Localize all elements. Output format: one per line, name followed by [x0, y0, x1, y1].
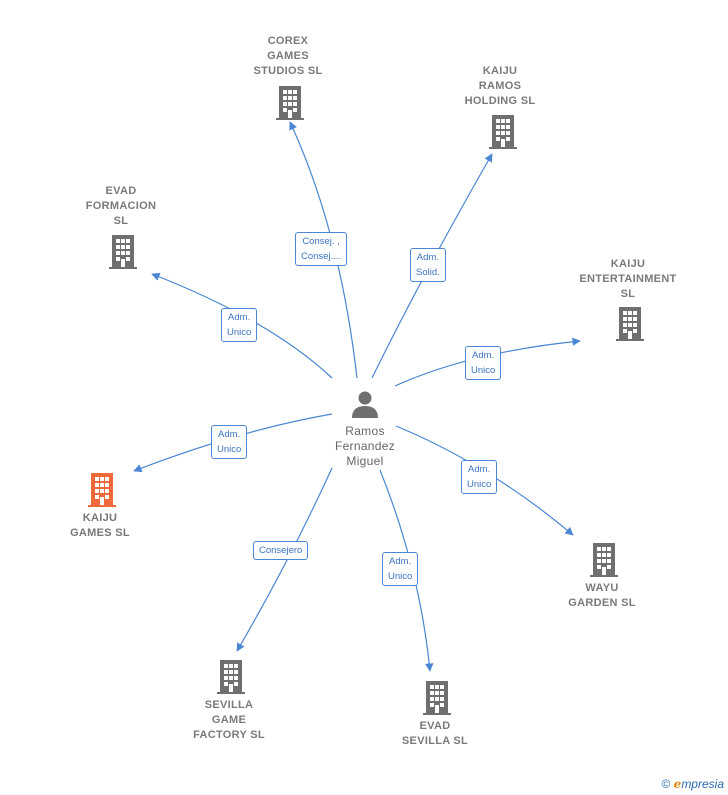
- edge-label-line: Consej. ,: [302, 236, 340, 247]
- edge-label-line: Unico: [227, 327, 252, 338]
- company-label-line: EVAD: [419, 720, 451, 732]
- company-label-kaiju-games[interactable]: KAIJU GAMES SL: [50, 511, 150, 541]
- building-icon[interactable]: [590, 543, 618, 577]
- company-label-line: KAIJU: [82, 512, 118, 524]
- person-name-line: Fernandez: [334, 439, 396, 453]
- company-label-line: COREX: [267, 35, 309, 47]
- company-label-line: RAMOS: [478, 80, 522, 92]
- company-label-line: FACTORY SL: [193, 729, 265, 741]
- company-label-sevilla-game[interactable]: SEVILLA GAME FACTORY SL: [179, 698, 279, 743]
- person-name-line: Ramos: [345, 424, 385, 438]
- company-label-line: KAIJU: [610, 258, 646, 270]
- edge-label-line: Unico: [217, 444, 242, 455]
- edge-label-line: Adm.: [389, 556, 412, 567]
- company-label-line: SEVILLA: [204, 699, 254, 711]
- building-icon[interactable]: [616, 307, 644, 341]
- edge-label-evad-sevilla[interactable]: Adm. Unico: [382, 552, 419, 586]
- company-label-line: HOLDING SL: [464, 95, 536, 107]
- building-icon-highlight[interactable]: [88, 473, 116, 507]
- brand-footer[interactable]: © empresia: [661, 777, 724, 791]
- company-label-evad-formacion[interactable]: EVAD FORMACION SL: [71, 184, 171, 229]
- company-label-line: EVAD: [105, 185, 137, 197]
- company-label-kaiju-ramos[interactable]: KAIJU RAMOS HOLDING SL: [450, 64, 550, 109]
- building-icon[interactable]: [489, 115, 517, 149]
- company-label-line: STUDIOS SL: [253, 65, 323, 77]
- person-icon: [352, 391, 378, 418]
- company-label-evad-sevilla[interactable]: EVAD SEVILLA SL: [385, 719, 485, 749]
- brand-name: mpresia: [681, 777, 724, 791]
- company-label-line: SEVILLA SL: [401, 735, 469, 747]
- edge-label-kaiju-ramos[interactable]: Adm. Solid.: [410, 248, 446, 282]
- company-label-line: FORMACION: [85, 200, 157, 212]
- edge-label-line: Unico: [467, 479, 492, 490]
- edge-label-kaiju-games[interactable]: Adm. Unico: [211, 425, 248, 459]
- edge-label-evad-formacion[interactable]: Adm. Unico: [221, 308, 258, 342]
- company-label-line: WAYU: [585, 582, 619, 594]
- company-label-wayu[interactable]: WAYU GARDEN SL: [552, 581, 652, 611]
- company-label-line: KAIJU: [482, 65, 518, 77]
- company-label-kaiju-ent[interactable]: KAIJU ENTERTAINMENT SL: [572, 257, 684, 302]
- company-label-line: GAMES SL: [70, 527, 130, 539]
- edge-label-line: Consej....: [301, 251, 342, 262]
- person-name-line: Miguel: [346, 454, 384, 468]
- edge-label-wayu[interactable]: Adm. Unico: [461, 460, 498, 494]
- edge-label-line: Solid.: [416, 267, 440, 278]
- company-label-line: ENTERTAINMENT: [579, 273, 677, 285]
- edge-label-line: Adm.: [472, 350, 495, 361]
- building-icon[interactable]: [423, 681, 451, 715]
- building-icon[interactable]: [217, 660, 245, 694]
- edge-label-line: Adm.: [218, 429, 241, 440]
- company-label-line: SL: [620, 288, 636, 300]
- edge-label-line: Consejero: [259, 545, 303, 556]
- company-label-line: GAMES: [267, 50, 309, 62]
- edge-label-line: Unico: [471, 365, 496, 376]
- edge-label-line: Adm.: [228, 312, 251, 323]
- edge-label-corex[interactable]: Consej. , Consej....: [295, 232, 348, 266]
- building-icon[interactable]: [109, 235, 137, 269]
- company-label-line: GARDEN SL: [568, 597, 636, 609]
- edge-label-line: Adm.: [468, 464, 491, 475]
- company-label-line: SL: [113, 215, 129, 227]
- company-label-line: GAME: [211, 714, 247, 726]
- brand-initial: e: [673, 777, 682, 791]
- copyright-symbol: ©: [661, 777, 671, 791]
- edge-label-line: Unico: [388, 571, 413, 582]
- person-name[interactable]: Ramos Fernandez Miguel: [318, 424, 412, 469]
- edge-label-kaiju-ent[interactable]: Adm. Unico: [465, 346, 502, 380]
- edge-label-line: Adm.: [416, 252, 439, 263]
- edge-label-sevilla-game[interactable]: Consejero: [253, 541, 309, 560]
- company-label-corex[interactable]: COREX GAMES STUDIOS SL: [238, 34, 338, 79]
- building-icon[interactable]: [276, 86, 304, 120]
